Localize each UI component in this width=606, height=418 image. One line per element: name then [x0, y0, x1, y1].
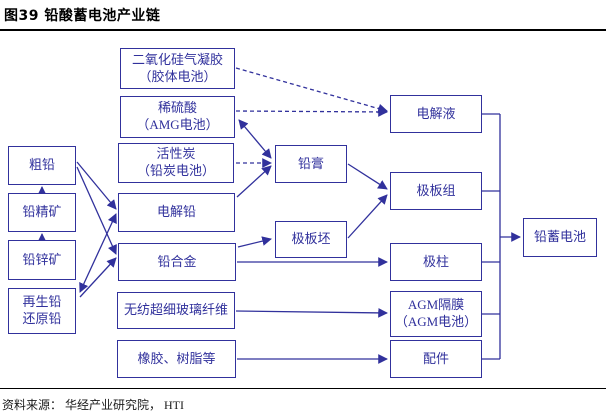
node-label: 电解液	[416, 105, 456, 121]
node-label: 活性炭	[156, 146, 196, 162]
node-plate-blank: 极板坯	[275, 221, 347, 258]
node-sulfuric-acid: 稀硫酸 （AMG电池）	[120, 96, 235, 138]
node-crude-lead: 粗铅	[8, 146, 76, 185]
node-label: 极板坯	[291, 231, 331, 247]
node-label: 铅锌矿	[22, 251, 62, 267]
source-note: 资料来源： 华经产业研究院， HTI	[2, 398, 184, 412]
node-lead-battery: 铅蓄电池	[523, 218, 597, 257]
edge-fiber-to-agm	[235, 308, 388, 318]
node-label: 稀硫酸	[157, 100, 197, 116]
edge-paste-to-group	[347, 163, 388, 190]
node-sublabel: （AMG电池）	[136, 117, 219, 132]
node-label: 无纺超细玻璃纤维	[123, 302, 228, 318]
figure-title: 图39 铅酸蓄电池产业链	[4, 8, 161, 24]
edge-recycled-electrolytic-double	[79, 213, 117, 293]
node-lead-paste: 铅膏	[275, 145, 347, 183]
edge-crude-to-electrolytic	[76, 161, 117, 210]
node-lead-alloy: 铅合金	[118, 243, 236, 281]
node-pole: 极柱	[390, 243, 482, 281]
node-label: 粗铅	[28, 157, 55, 173]
node-label: 铅膏	[297, 155, 324, 171]
edge-sulfuric-paste-double	[238, 119, 272, 159]
node-label: 配件	[422, 350, 449, 366]
header-divider	[0, 29, 606, 31]
node-label: AGM隔膜	[407, 297, 465, 313]
edge-alloy-to-blank	[237, 236, 272, 248]
node-agm-separator: AGM隔膜 （AGM电池）	[390, 291, 482, 337]
node-glass-fiber: 无纺超细玻璃纤维	[117, 292, 235, 329]
edge-recycled-to-alloy	[79, 257, 117, 298]
node-label: 铅精矿	[22, 204, 62, 220]
node-sublabel: （AGM电池）	[394, 314, 478, 329]
edge-blank-to-group	[347, 194, 388, 239]
node-activated-carbon: 活性炭 （铅炭电池）	[118, 143, 234, 183]
node-sublabel: （胶体电池）	[138, 68, 217, 84]
node-plate-group: 极板组	[390, 172, 482, 210]
node-silica-gel: 二氧化硅气凝胶 （胶体电池）	[120, 48, 235, 89]
node-lead-zinc-ore: 铅锌矿	[8, 240, 76, 280]
node-lead-concentrate: 铅精矿	[8, 193, 76, 232]
node-rubber-resin: 橡胶、树脂等	[117, 340, 236, 378]
edge-crude-to-alloy	[76, 166, 117, 255]
edge-silica-to-electrolyte	[235, 67, 388, 114]
node-label: 铅合金	[157, 253, 197, 269]
edge-electrolyticlead-to-paste	[236, 165, 272, 198]
node-label: 极板组	[416, 182, 456, 198]
node-recycled-lead: 再生铅 还原铅	[8, 288, 76, 334]
node-label: 二氧化硅气凝胶	[131, 51, 223, 67]
node-label: 极柱	[422, 253, 449, 269]
footer-divider	[0, 388, 606, 389]
node-accessories: 配件	[390, 340, 482, 378]
edge-sulfuric-to-electrolyte	[235, 107, 388, 117]
node-label: 再生铅	[22, 294, 62, 310]
node-label: 橡胶、树脂等	[137, 350, 216, 366]
node-electrolytic-lead: 电解铅	[118, 193, 235, 232]
node-sublabel: （铅炭电池）	[136, 163, 215, 178]
node-label: 铅蓄电池	[533, 229, 586, 245]
node-sublabel: 还原铅	[22, 311, 62, 326]
node-electrolyte: 电解液	[390, 95, 482, 133]
node-label: 电解铅	[156, 204, 196, 220]
